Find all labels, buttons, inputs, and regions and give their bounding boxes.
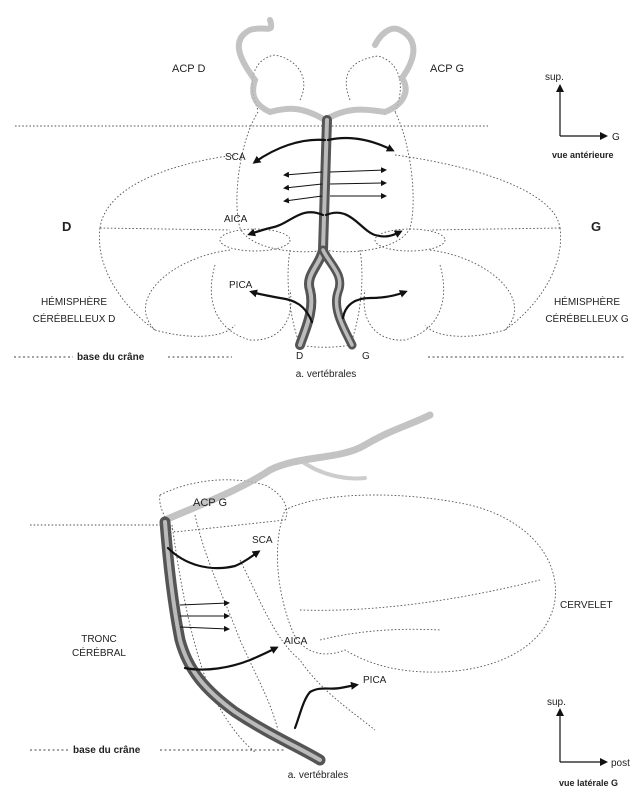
axis-label-right-lateral: post	[611, 758, 630, 769]
label-hemisphere-g-1: HÉMISPHÈRE	[554, 295, 620, 308]
tonsil-right	[364, 265, 444, 340]
axis-indicator-anterior	[556, 84, 608, 140]
label-base-crane: base du crâne	[77, 352, 145, 363]
label-vertebral-d: D	[296, 351, 303, 362]
aica-arrow-right	[326, 213, 400, 237]
label-aica-lateral: AICA	[284, 636, 308, 647]
label-acp-g: ACP G	[430, 63, 464, 75]
brainstem-lateral-mid	[240, 560, 375, 730]
tonsil-left	[211, 265, 291, 340]
view-label-anterior: vue antérieure	[552, 150, 614, 160]
lateral-view: ACP G SCA AICA PICA CERVELET TRONC CÉRÉB…	[30, 415, 630, 788]
hemisphere-right-lower	[425, 228, 560, 336]
sca-arrow-right	[328, 138, 392, 150]
label-hemisphere-d-2: CÉRÉBELLEUX D	[33, 312, 116, 325]
acp-g-branch-lateral	[300, 460, 365, 478]
label-side-g: G	[591, 219, 601, 234]
cerebellum-fissure-2	[320, 629, 440, 640]
pica-arrow-left	[252, 292, 312, 322]
acp-d-artery	[239, 20, 325, 120]
label-hemisphere-d-1: HÉMISPHÈRE	[41, 295, 107, 308]
anterior-view: ACP D ACP G SCA AICA PICA D G HÉMISPHÈRE…	[14, 20, 629, 380]
brainstem-lateral-back	[195, 515, 278, 730]
label-acp-d: ACP D	[172, 63, 205, 75]
label-sca-lateral: SCA	[252, 535, 273, 546]
label-base-crane-lateral: base du crâne	[73, 745, 141, 756]
label-tronc-1: TRONC	[81, 634, 117, 645]
axis-label-up: sup.	[545, 72, 564, 83]
label-vertebral-g: G	[362, 351, 370, 362]
cerebellum-fissure-1	[300, 580, 540, 610]
aica-arrow-left	[250, 212, 323, 234]
label-hemisphere-g-2: CÉRÉBELLEUX G	[545, 312, 629, 325]
view-label-lateral: vue latérale G	[559, 778, 618, 788]
flocculus-right	[375, 229, 445, 251]
label-acp-g-lateral: ACP G	[193, 497, 227, 509]
sca-arrow-left	[255, 140, 325, 162]
pica-arrow-lateral	[295, 685, 356, 728]
perforator-arrows-lateral	[180, 603, 228, 629]
perforator-arrows	[285, 170, 385, 201]
axis-indicator-lateral	[556, 708, 608, 766]
lobe-right	[346, 56, 400, 112]
aica-arrow-lateral	[185, 648, 276, 670]
axis-label-right: G	[612, 132, 620, 143]
pica-arrow-right	[343, 292, 405, 318]
label-sca: SCA	[225, 152, 246, 163]
label-pica: PICA	[229, 280, 253, 291]
sca-arrow-lateral	[168, 548, 258, 568]
label-pica-lateral: PICA	[363, 675, 387, 686]
hemisphere-left-lower	[100, 228, 235, 336]
label-side-d: D	[62, 219, 71, 234]
axis-label-up-lateral: sup.	[547, 697, 566, 708]
label-vertebrales-lateral: a. vertébrales	[288, 770, 349, 781]
label-vertebrales: a. vertébrales	[296, 369, 357, 380]
label-cervelet: CERVELET	[560, 600, 613, 611]
label-tronc-2: CÉRÉBRAL	[72, 646, 126, 659]
label-aica: AICA	[224, 214, 248, 225]
acp-g-artery	[325, 29, 413, 120]
cerebellum-lateral-outline	[277, 495, 555, 672]
